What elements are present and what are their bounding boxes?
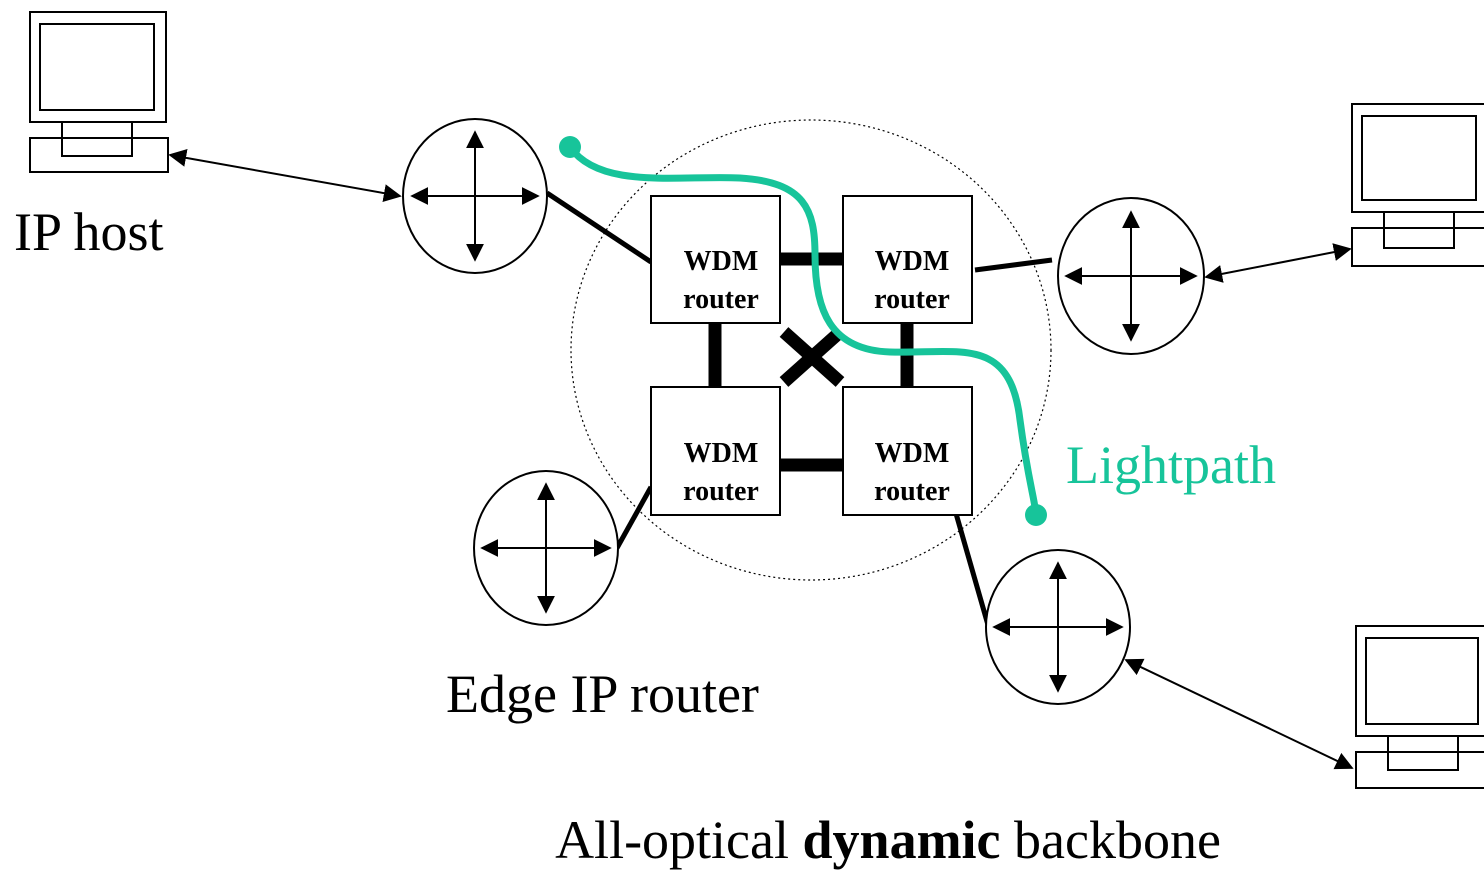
wdm-router-label-line1: WDM — [684, 438, 759, 469]
wdm-router-label-line2: router — [874, 476, 950, 507]
edge-router-bottomright — [985, 549, 1131, 705]
backbone-caption: All-optical dynamic backbone — [555, 810, 1221, 870]
wdm-links — [708, 252, 914, 472]
lightpath-end-dot — [1025, 504, 1047, 526]
backbone-caption-suffix: backbone — [1001, 810, 1221, 870]
wdm-router-label-line2: router — [683, 284, 759, 315]
wdm-router-tl: WDM router — [650, 195, 781, 324]
host-links — [168, 148, 1354, 770]
lightpath-start-dot — [559, 136, 581, 158]
backbone-boundary — [570, 119, 1052, 581]
edge-router-bottomleft — [473, 470, 619, 626]
computer-icon — [1355, 625, 1484, 789]
backbone-caption-bold: dynamic — [803, 810, 1001, 870]
computer-icon — [29, 11, 169, 173]
edge-router-right — [1057, 197, 1205, 355]
wdm-router-br: WDM router — [842, 386, 973, 516]
wdm-router-label-line2: router — [683, 476, 759, 507]
lightpath-curve — [566, 143, 1040, 519]
wdm-router-label-line1: WDM — [875, 246, 950, 277]
edge-ip-router-label: Edge IP router — [446, 664, 759, 724]
wdm-router-label-line1: WDM — [875, 438, 950, 469]
lightpath-label: Lightpath — [1066, 435, 1276, 495]
access-links — [545, 190, 1053, 626]
ip-host-label: IP host — [14, 202, 164, 262]
backbone-caption-prefix: All-optical — [555, 810, 802, 870]
edge-router-topleft — [402, 118, 548, 274]
wdm-router-bl: WDM router — [650, 386, 781, 516]
computer-icon — [1351, 103, 1484, 267]
wdm-router-label-line1: WDM — [684, 246, 759, 277]
wdm-router-tr: WDM router — [842, 195, 973, 324]
wdm-router-label-line2: router — [874, 284, 950, 315]
